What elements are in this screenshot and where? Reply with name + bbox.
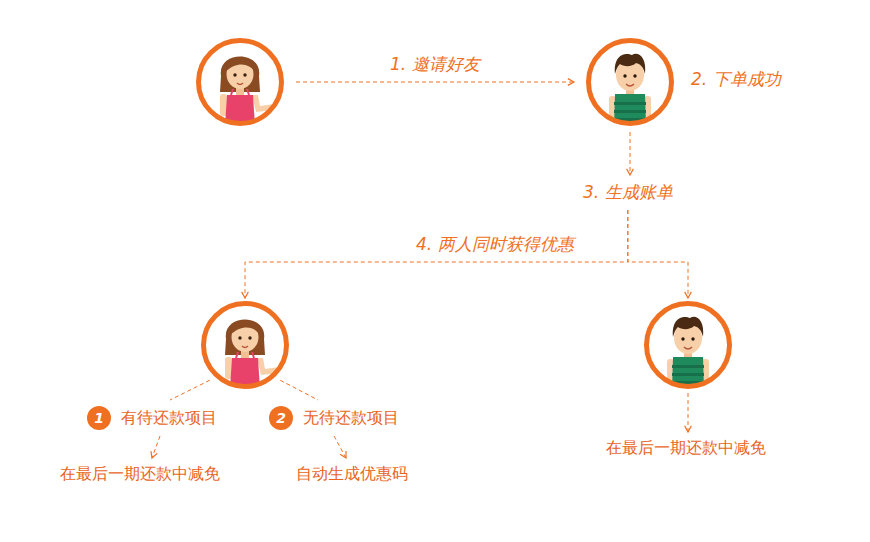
branch-node: 2 无待还款项目 [265, 404, 403, 432]
result-text: 在最后一期还款中减免 [606, 438, 766, 459]
arrow-head [340, 451, 346, 458]
arrow-head [685, 292, 692, 298]
dashed-connector [628, 210, 692, 298]
connector-line [280, 380, 318, 400]
callout-number: 2 [269, 406, 293, 430]
arrow-head [242, 292, 249, 298]
step-label: 2. 下单成功 [691, 68, 781, 91]
connector-line [628, 210, 688, 298]
connector-line [334, 436, 346, 458]
dashed-connector [334, 436, 346, 458]
arrow-head [685, 426, 692, 432]
person-circle [201, 301, 289, 389]
connector-line [688, 393, 689, 432]
step-node: 3. 生成账单 [579, 179, 677, 206]
woman-avatar [205, 305, 285, 389]
dashed-connector [242, 210, 628, 298]
result-text: 自动生成优惠码 [296, 464, 408, 485]
dashed-connector [151, 436, 160, 458]
person-circle: 2. 下单成功 [586, 38, 674, 126]
person-circle [196, 38, 284, 126]
branch-node: 1 有待还款项目 [83, 404, 221, 432]
edge-label: 4. 两人同时获得优惠 [413, 233, 577, 256]
branch-text: 有待还款项目 [121, 408, 217, 429]
dashed-connector [170, 380, 210, 400]
connector-line [170, 380, 210, 400]
arrow-head [627, 169, 634, 175]
step-label: 3. 生成账单 [583, 181, 673, 204]
connector-line [630, 132, 631, 175]
result-node: 自动生成优惠码 [292, 462, 412, 487]
branch-text: 无待还款项目 [303, 408, 399, 429]
result-node: 在最后一期还款中减免 [602, 436, 770, 461]
dashed-connector [685, 393, 692, 432]
dashed-connector [280, 380, 318, 400]
person-circle [644, 301, 732, 389]
arrow-head [151, 451, 157, 458]
result-text: 在最后一期还款中减免 [60, 464, 220, 485]
connector-line [296, 82, 574, 83]
woman-avatar [200, 42, 280, 126]
edge-label: 1. 邀请好友 [387, 53, 483, 76]
dashed-connector [627, 132, 634, 175]
connector-line [245, 210, 628, 298]
man-avatar [590, 42, 670, 126]
result-node: 在最后一期还款中减免 [56, 462, 224, 487]
dashed-connector [296, 79, 574, 86]
arrow-head [568, 79, 574, 86]
man-avatar [648, 305, 728, 389]
callout-number: 1 [87, 406, 111, 430]
